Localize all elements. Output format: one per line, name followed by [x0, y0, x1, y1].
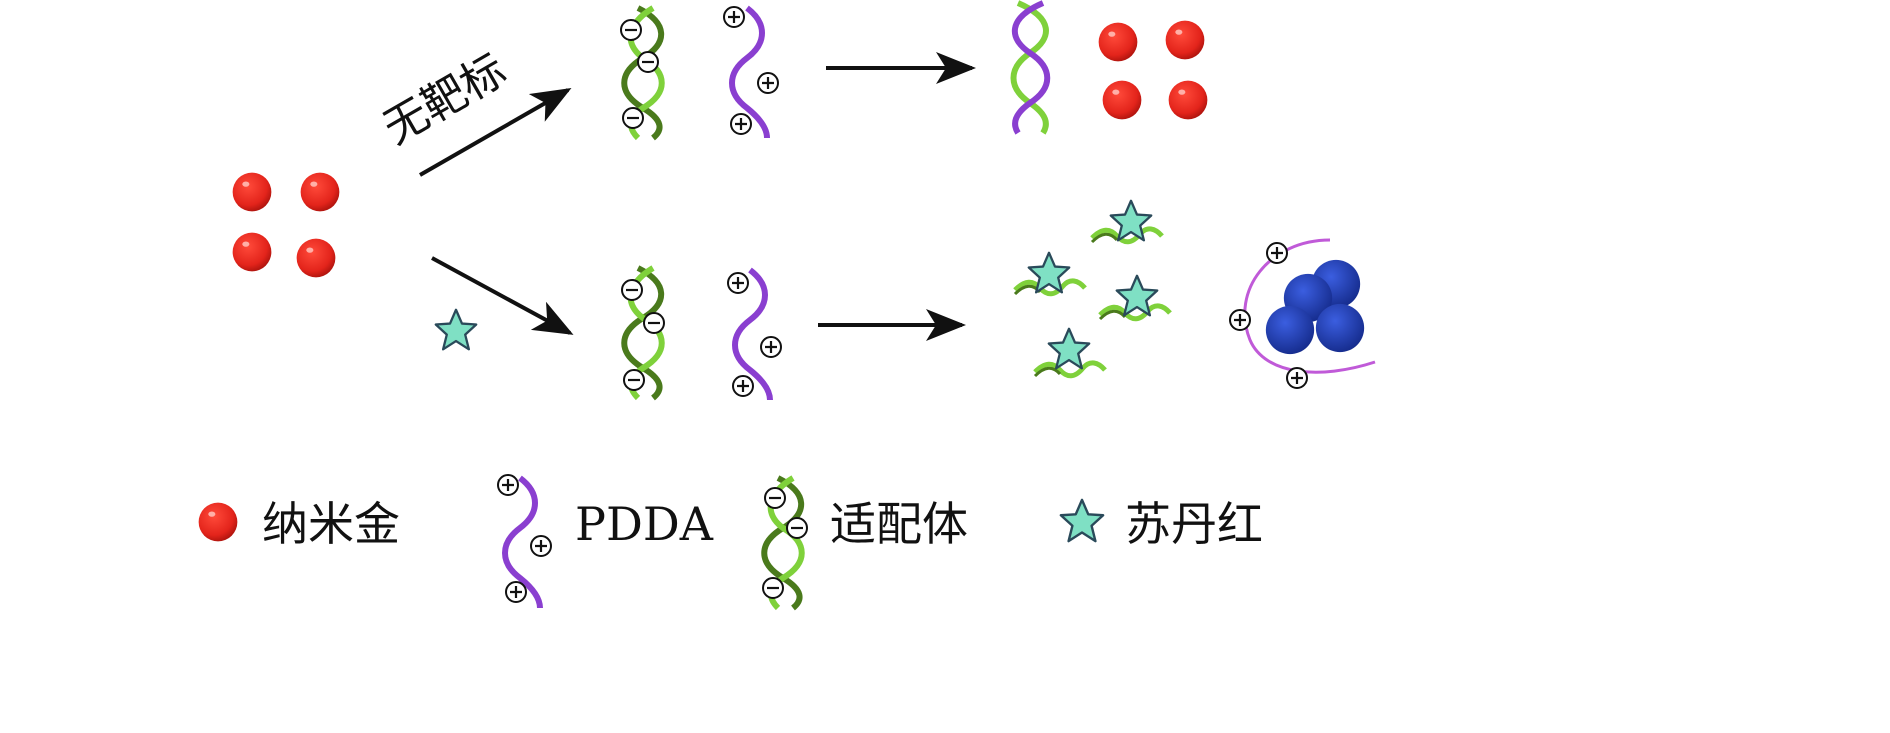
upper-pdda — [722, 5, 780, 138]
plus-charge-icon — [726, 271, 750, 295]
legend-item-aptamer: 适配体 — [763, 478, 968, 608]
arrow-no-target — [419, 88, 572, 177]
gold-nanoparticle-icon — [232, 172, 272, 212]
gold-nanoparticle-icon — [198, 502, 238, 542]
arrow-with-target — [431, 256, 574, 335]
legend-label-aptamer: 适配体 — [830, 497, 968, 551]
aptamer-wave-icon — [1035, 363, 1105, 376]
minus-charge-icon — [763, 486, 787, 510]
upper-aptamer — [619, 8, 662, 138]
minus-charge-icon — [761, 576, 785, 600]
lower-aptamer — [620, 268, 666, 398]
plus-charge-icon — [504, 580, 528, 604]
minus-charge-icon — [620, 278, 644, 302]
gold-nanoparticle-icon — [1098, 22, 1138, 62]
plus-charge-icon — [722, 5, 746, 29]
legend-item-sudan-red: 苏丹红 — [1059, 497, 1263, 551]
plus-charge-icon — [756, 71, 780, 95]
blue-nanoparticle-icon — [1315, 303, 1365, 353]
plus-charge-icon — [1228, 308, 1252, 332]
minus-charge-icon — [636, 50, 660, 74]
plus-charge-icon — [529, 534, 553, 558]
gold-nanoparticle-icon — [1165, 20, 1205, 60]
gold-nanoparticle-icon — [1102, 80, 1142, 120]
minus-charge-icon — [622, 368, 646, 392]
gold-nanoparticle-icon — [1168, 80, 1208, 120]
plus-charge-icon — [731, 374, 755, 398]
legend-item-gold: 纳米金 — [198, 497, 400, 551]
blue-nanoparticle-icon — [1265, 305, 1315, 355]
plus-charge-icon — [1265, 241, 1289, 265]
minus-charge-icon — [785, 516, 809, 540]
initial-gold-nanoparticles — [232, 172, 340, 278]
minus-charge-icon — [642, 311, 666, 335]
gold-nanoparticle-icon — [300, 172, 340, 212]
aptamer-pdda-duplex-icon — [1014, 3, 1048, 133]
aptamer-target-complexes — [1015, 199, 1170, 376]
minus-charge-icon — [621, 106, 645, 130]
legend-label-gold: 纳米金 — [262, 497, 400, 551]
minus-charge-icon — [619, 18, 643, 42]
sudan-red-star-icon — [1047, 327, 1091, 370]
plus-charge-icon — [729, 112, 753, 136]
sudan-red-star-icon — [434, 308, 478, 351]
sudan-red-star-icon — [1059, 498, 1105, 543]
plus-charge-icon — [1285, 366, 1309, 390]
plus-charge-icon — [759, 335, 783, 359]
gold-nanoparticle-icon — [232, 232, 272, 272]
no-target-label: 无靶标 — [375, 44, 515, 154]
aggregated-nanoparticles — [1228, 238, 1376, 390]
legend-label-pdda: PDDA — [575, 497, 714, 551]
lower-pdda — [726, 270, 783, 400]
gold-nanoparticle-icon — [296, 238, 336, 278]
legend-item-pdda: PDDA — [496, 473, 714, 608]
legend-label-sudan-red: 苏丹红 — [1125, 497, 1263, 551]
legend: 纳米金 PDDA 适配体 苏丹红 — [198, 473, 1263, 608]
plus-charge-icon — [496, 473, 520, 497]
dispersed-gold-nanoparticles — [1098, 20, 1208, 120]
